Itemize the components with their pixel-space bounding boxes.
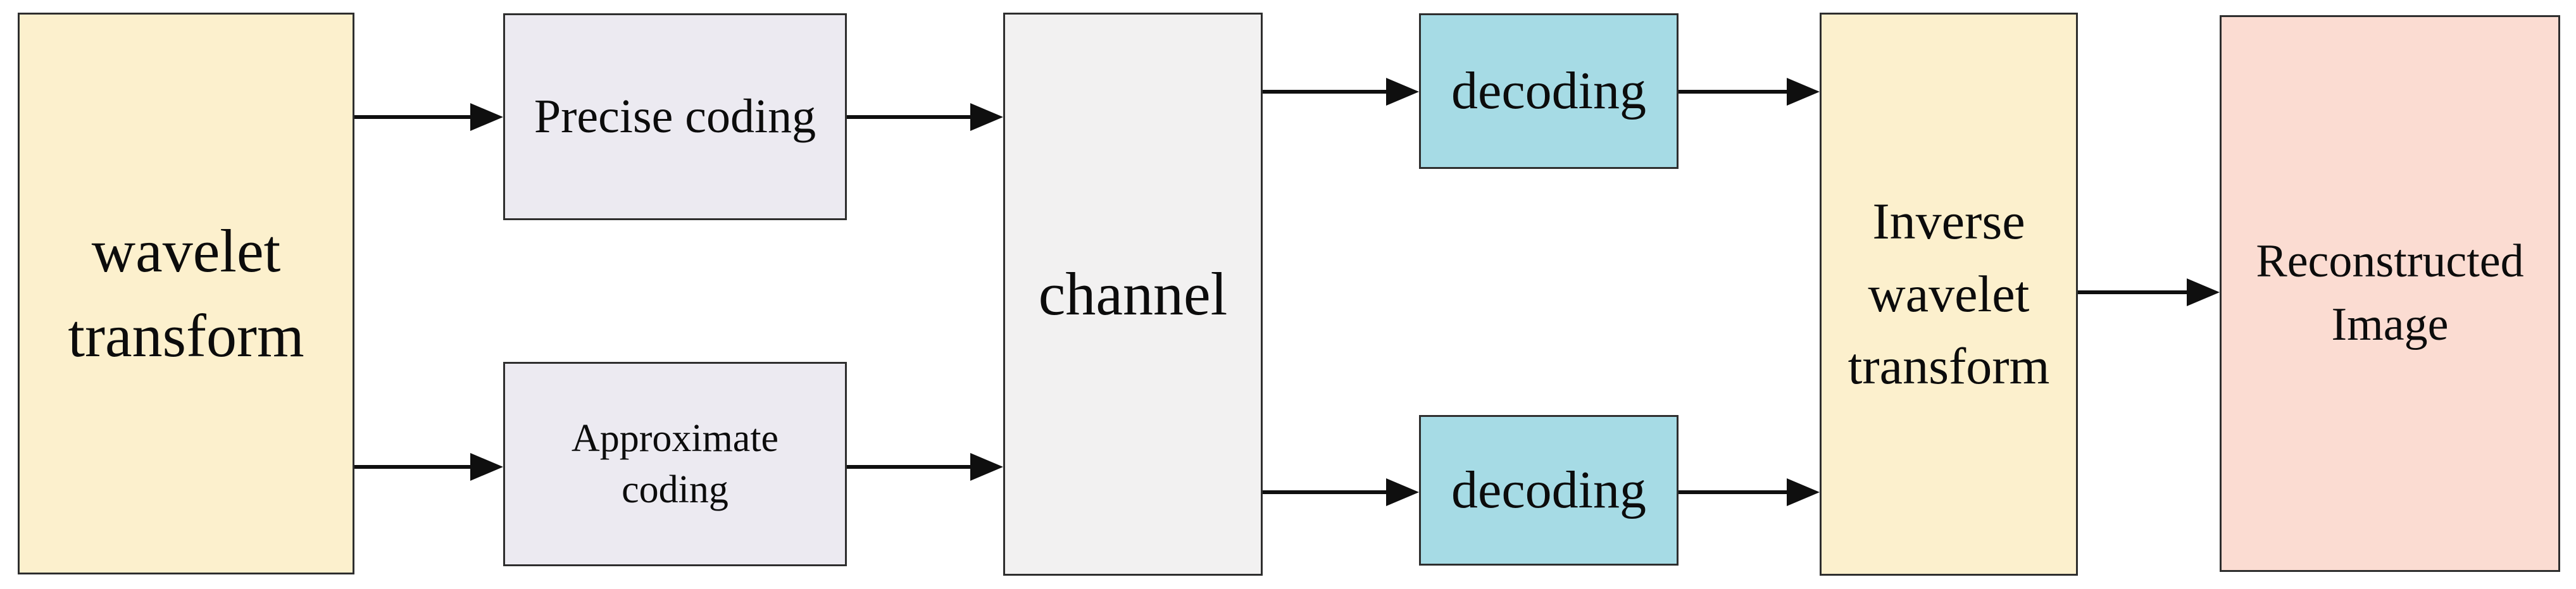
node-decoding-top-label: decoding xyxy=(1451,61,1646,121)
arrow-wavelet-to-precise-coding xyxy=(354,103,503,131)
arrow-approximate-coding-to-channel xyxy=(847,453,1003,481)
node-channel: channel xyxy=(1003,13,1263,576)
node-reconstructed-image: Reconstructed Image xyxy=(2220,15,2560,572)
arrow-wavelet-to-approximate-coding xyxy=(354,453,503,481)
node-precise-coding-label: Precise coding xyxy=(534,89,816,143)
arrow-decoding-bottom-to-inverse xyxy=(1679,478,1820,506)
node-inverse-wavelet-transform: Inverse wavelet transform xyxy=(1820,13,2078,576)
node-decoding-bottom: decoding xyxy=(1419,415,1679,566)
arrow-inverse-to-reconstructed xyxy=(2078,278,2220,306)
node-precise-coding: Precise coding xyxy=(503,13,847,220)
node-wavelet-transform: wavelet transform xyxy=(18,13,354,574)
node-decoding-bottom-label: decoding xyxy=(1451,461,1646,520)
arrow-channel-to-decoding-top xyxy=(1263,78,1419,106)
node-reconstructed-image-label: Reconstructed Image xyxy=(2256,235,2524,350)
node-channel-label: channel xyxy=(1038,259,1228,328)
arrow-channel-to-decoding-bottom xyxy=(1263,478,1419,506)
node-decoding-top: decoding xyxy=(1419,13,1679,169)
arrow-decoding-top-to-inverse xyxy=(1679,78,1820,106)
node-wavelet-transform-label: wavelet transform xyxy=(68,216,304,369)
node-inverse-wavelet-transform-label: Inverse wavelet transform xyxy=(1848,192,2050,395)
node-approximate-coding: Approximate coding xyxy=(503,362,847,566)
node-approximate-coding-label: Approximate coding xyxy=(571,416,779,511)
arrow-precise-coding-to-channel xyxy=(847,103,1003,131)
